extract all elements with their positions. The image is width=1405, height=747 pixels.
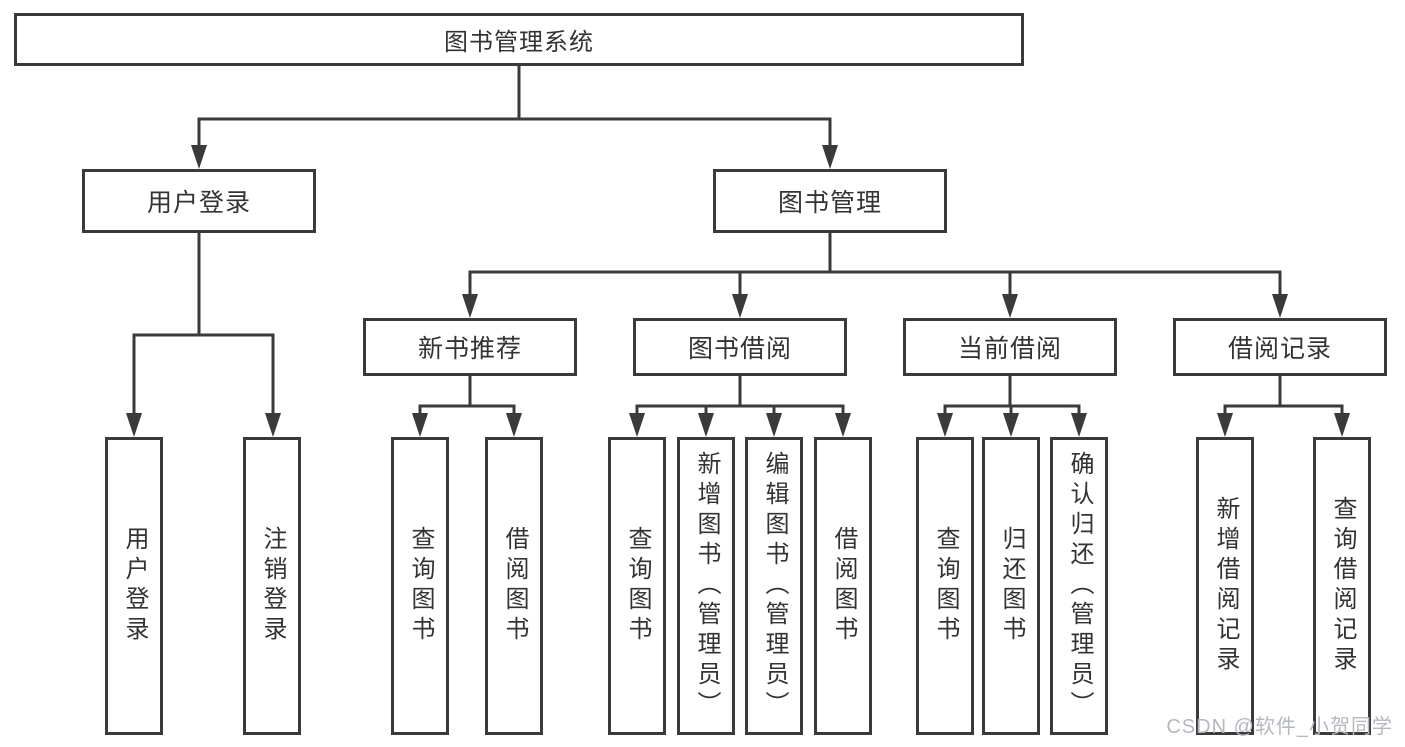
node-newrec-query-book: 查询图书 <box>391 437 449 735</box>
root-node: 图书管理系统 <box>14 13 1024 66</box>
node-borrow-borrow-book: 借阅图书 <box>814 437 872 735</box>
node-current-query-book-label: 查询图书 <box>932 526 959 646</box>
node-current-borrow: 当前借阅 <box>903 318 1117 376</box>
node-current-query-book: 查询图书 <box>916 437 974 735</box>
node-leaf-logout: 注销登录 <box>243 437 301 735</box>
node-borrow-query-book: 查询图书 <box>608 437 666 735</box>
node-current-confirm-return-admin: 确认归还（管理员） <box>1050 437 1108 735</box>
node-borrow-record: 借阅记录 <box>1173 318 1387 376</box>
node-newrec-borrow-book-label: 借阅图书 <box>501 526 528 646</box>
node-borrow-edit-book-admin-label: 编辑图书（管理员） <box>761 451 788 721</box>
node-record-add-borrow-record-label: 新增借阅记录 <box>1212 496 1239 676</box>
node-borrow-query-book-label: 查询图书 <box>624 526 651 646</box>
root-node-label: 图书管理系统 <box>444 29 594 56</box>
node-current-borrow-label: 当前借阅 <box>957 335 1062 363</box>
node-borrow-record-label: 借阅记录 <box>1227 335 1332 363</box>
node-current-return-book-label: 归还图书 <box>998 526 1025 646</box>
node-record-query-borrow-record: 查询借阅记录 <box>1313 437 1371 735</box>
node-borrow-edit-book-admin: 编辑图书（管理员） <box>745 437 803 735</box>
csdn-watermark: CSDN @软件_小贺同学 <box>1166 716 1393 738</box>
node-book-management: 图书管理 <box>713 169 947 233</box>
node-leaf-logout-label: 注销登录 <box>259 526 286 646</box>
node-borrow-add-book-admin: 新增图书（管理员） <box>677 437 735 735</box>
node-current-confirm-return-admin-label: 确认归还（管理员） <box>1066 451 1093 721</box>
node-leaf-user-login: 用户登录 <box>105 437 163 735</box>
node-new-book-recommend-label: 新书推荐 <box>417 335 522 363</box>
node-user-login-label: 用户登录 <box>146 189 251 217</box>
node-borrow-add-book-admin-label: 新增图书（管理员） <box>693 451 720 721</box>
node-book-management-label: 图书管理 <box>777 189 882 217</box>
node-newrec-borrow-book: 借阅图书 <box>485 437 543 735</box>
node-book-borrow-label: 图书借阅 <box>687 335 792 363</box>
node-record-query-borrow-record-label: 查询借阅记录 <box>1329 496 1356 676</box>
node-new-book-recommend: 新书推荐 <box>363 318 577 376</box>
node-current-return-book: 归还图书 <box>982 437 1040 735</box>
node-newrec-query-book-label: 查询图书 <box>407 526 434 646</box>
node-borrow-borrow-book-label: 借阅图书 <box>830 526 857 646</box>
node-user-login: 用户登录 <box>82 169 316 233</box>
node-leaf-user-login-label: 用户登录 <box>121 526 148 646</box>
node-record-add-borrow-record: 新增借阅记录 <box>1196 437 1254 735</box>
node-book-borrow: 图书借阅 <box>633 318 847 376</box>
